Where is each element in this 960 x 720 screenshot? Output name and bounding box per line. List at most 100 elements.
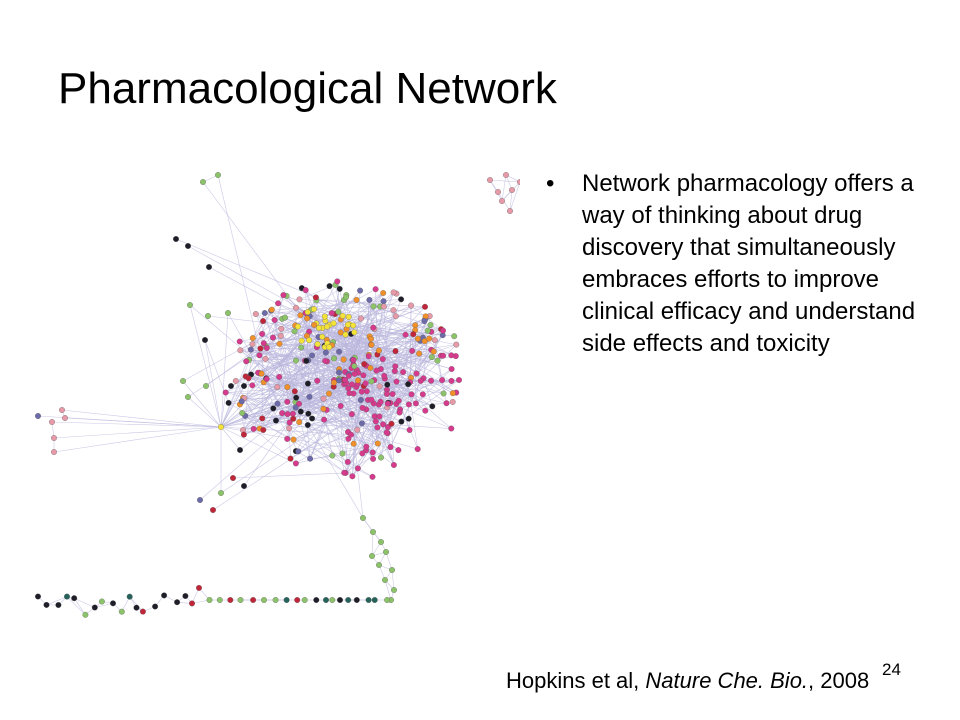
network-node (369, 553, 375, 559)
network-node (360, 515, 366, 521)
network-node (326, 344, 333, 351)
network-node (367, 335, 374, 342)
network-edge (220, 319, 275, 428)
network-edge (509, 189, 513, 212)
network-node (238, 398, 245, 405)
network-edge (298, 443, 354, 452)
network-node (240, 431, 247, 438)
network-node (241, 383, 247, 389)
network-node (225, 399, 232, 406)
network-node (324, 323, 331, 330)
network-node (405, 415, 412, 422)
network-node (290, 436, 297, 443)
network-node (337, 597, 343, 603)
network-edge (305, 290, 345, 381)
network-node (309, 352, 316, 359)
network-node (287, 455, 294, 462)
network-node (336, 369, 342, 376)
network-node (392, 348, 399, 355)
network-edge (289, 415, 375, 429)
network-node (250, 597, 257, 603)
network-node (291, 388, 298, 395)
network-edge (220, 336, 370, 428)
network-node (273, 417, 279, 424)
network-edge (331, 309, 394, 314)
network-node (232, 377, 239, 384)
network-node (412, 400, 419, 407)
network-node (49, 419, 55, 425)
network-node (276, 340, 283, 347)
network-node (297, 408, 304, 415)
network-node (358, 420, 365, 427)
network-edge (342, 315, 456, 357)
network-node (383, 549, 389, 555)
network-node (344, 321, 351, 328)
network-node (375, 347, 382, 354)
network-node (449, 398, 456, 405)
network-node (228, 383, 234, 389)
network-node (311, 306, 317, 313)
network-node (368, 341, 375, 348)
network-node (371, 597, 378, 603)
network-node (275, 300, 282, 307)
network-node (448, 377, 455, 384)
network-node (268, 306, 275, 313)
network-node (257, 345, 264, 352)
network-node (270, 334, 276, 341)
network-node (227, 597, 234, 603)
network-node (196, 584, 202, 591)
network-node (43, 601, 50, 608)
network-node (380, 303, 387, 310)
network-node (306, 393, 313, 400)
network-node (286, 425, 293, 432)
network-node (384, 381, 391, 388)
network-node (382, 577, 388, 583)
network-node (388, 420, 395, 427)
network-node (274, 384, 281, 390)
network-edge (293, 399, 369, 440)
network-node (360, 372, 367, 379)
network-edge (343, 379, 447, 404)
network-node (62, 415, 68, 421)
network-node (339, 450, 346, 457)
network-node (304, 309, 311, 316)
network-node (230, 475, 236, 481)
network-node (372, 286, 379, 293)
bullet-item: • Network pharmacology offers a way of t… (546, 168, 956, 360)
network-node (414, 446, 421, 453)
network-node (282, 314, 288, 321)
network-edge (199, 367, 352, 501)
network-node (398, 296, 405, 303)
network-node (249, 382, 256, 389)
network-edge (51, 421, 222, 428)
network-node (421, 318, 428, 325)
network-node (362, 380, 369, 387)
network-edge (293, 398, 324, 420)
network-node (451, 333, 458, 340)
network-edge (250, 349, 399, 401)
network-node (495, 189, 501, 195)
network-node (314, 377, 321, 384)
network-edge (347, 402, 389, 463)
network-node (314, 341, 321, 348)
network-node (353, 597, 360, 603)
network-node (210, 507, 216, 513)
network-node (203, 383, 209, 389)
network-node (376, 413, 383, 420)
network-node (373, 367, 380, 374)
network-node (189, 600, 195, 607)
network-node (303, 357, 310, 364)
network-node (311, 321, 318, 328)
network-node (295, 448, 302, 455)
network-node (421, 338, 428, 345)
network-node (517, 179, 520, 185)
network-node (302, 287, 309, 294)
network-node (440, 327, 446, 334)
network-node (431, 337, 438, 344)
network-node (55, 602, 62, 608)
network-node (290, 415, 297, 422)
network-node (350, 322, 357, 329)
network-node (389, 391, 396, 397)
network-node (249, 341, 256, 348)
network-node (296, 400, 302, 407)
